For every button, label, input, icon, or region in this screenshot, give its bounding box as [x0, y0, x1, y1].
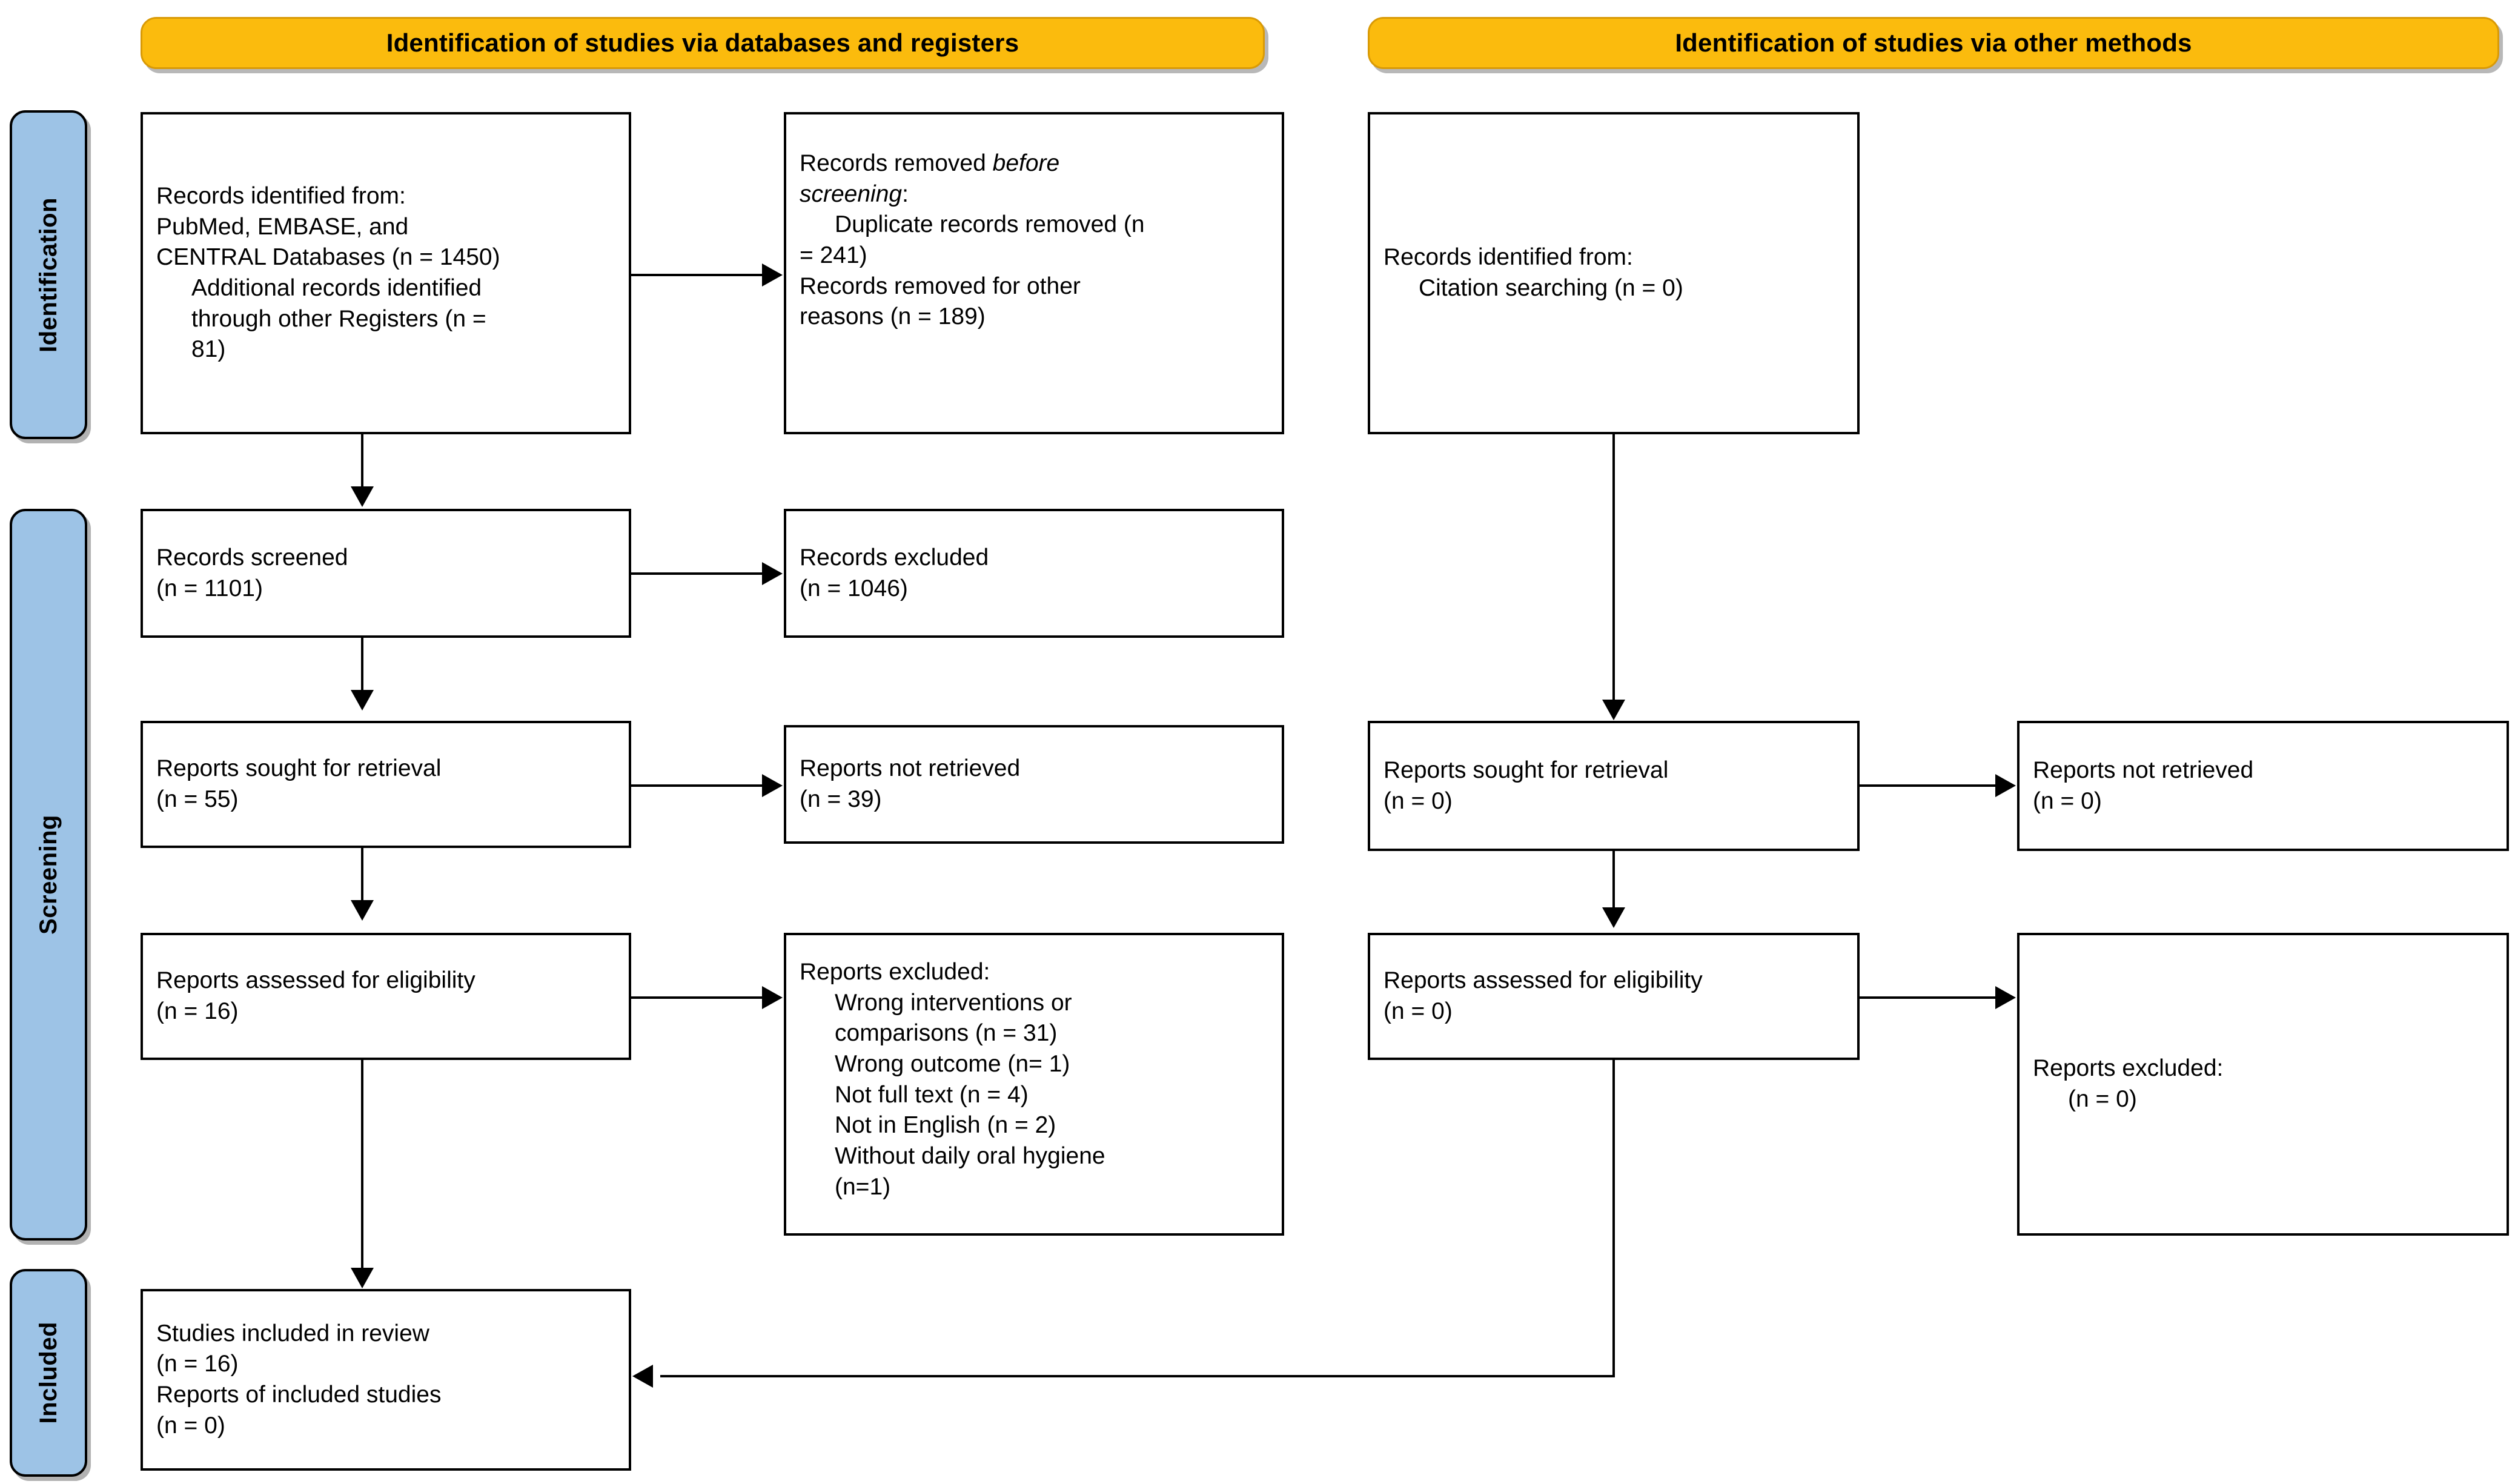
right-records-identified-line-1: Records identified from: [1383, 244, 1633, 271]
records-removed-line-2: screening: [800, 179, 1268, 210]
reports-assessed-line-2: (n = 16) [156, 998, 239, 1024]
studies-included-line-2: (n = 16) [156, 1351, 239, 1377]
records-removed-line-1b: before [992, 150, 1060, 176]
reports-not-retrieved-line-1: Reports not retrieved [800, 755, 1021, 782]
node-reports-not-retrieved: Reports not retrieved (n = 39) [784, 725, 1284, 844]
reports-excluded-line-1: Reports excluded: [800, 959, 990, 985]
reports-excluded-line-6: Not in English (n = 2) [835, 1112, 1056, 1139]
arrowhead-right-sought-to-not-retrieved [1995, 774, 2016, 797]
connector-right-identified-to-sought [1612, 434, 1615, 701]
studies-included-line-1: Studies included in review [156, 1320, 429, 1347]
records-removed-line-2b: : [902, 181, 909, 207]
arrowhead-screened-to-excluded [762, 562, 783, 585]
arrowhead-screened-to-sought [351, 690, 374, 711]
arrowhead-assessed-to-included [351, 1268, 374, 1288]
arrowhead-right-to-included [632, 1365, 653, 1388]
records-removed-line-3: Duplicate records removed (n [835, 211, 1145, 238]
right-reports-assessed-line-2: (n = 0) [1383, 998, 1453, 1024]
right-reports-assessed-line-1: Reports assessed for eligibility [1383, 967, 1703, 994]
connector-right-assessed-down [1612, 1060, 1615, 1377]
right-reports-excluded-line-1: Reports excluded: [2033, 1055, 2224, 1082]
arrowhead-identified-to-screened [351, 486, 374, 507]
connector-sought-to-assessed [361, 848, 363, 901]
stage-label-identification: Identification [10, 110, 87, 439]
studies-included-line-3: Reports of included studies [156, 1382, 442, 1408]
connector-assessed-to-included [361, 1060, 363, 1269]
node-records-removed-before-screening: Records removed before screening: Duplic… [784, 112, 1284, 434]
records-removed-line-4: = 241) [800, 242, 867, 269]
node-reports-sought-retrieval: Reports sought for retrieval (n = 55) [141, 721, 631, 848]
right-reports-not-retrieved-line-2: (n = 0) [2033, 787, 2102, 814]
node-reports-assessed-eligibility: Reports assessed for eligibility (n = 16… [141, 933, 631, 1060]
records-identified-line-3: CENTRAL Databases (n = 1450) [156, 244, 500, 271]
records-identified-line-6: 81) [191, 336, 226, 363]
stage-label-screening-text: Screening [35, 815, 62, 935]
phase-header-other-methods: Identification of studies via other meth… [1368, 17, 2499, 69]
arrowhead-right-assessed-to-excluded [1995, 986, 2016, 1009]
node-records-excluded: Records excluded (n = 1046) [784, 509, 1284, 638]
connector-identified-to-removed [631, 274, 763, 276]
node-records-identified-other-methods: Records identified from: Citation search… [1368, 112, 1860, 434]
records-identified-line-5: through other Registers (n = [191, 305, 486, 332]
reports-excluded-line-8: (n=1) [835, 1173, 891, 1200]
node-right-reports-not-retrieved: Reports not retrieved (n = 0) [2017, 721, 2509, 851]
connector-right-sought-to-assessed [1612, 851, 1615, 909]
records-excluded-line-2: (n = 1046) [800, 575, 908, 601]
stage-label-screening: Screening [10, 509, 87, 1241]
arrowhead-right-sought-to-assessed [1602, 907, 1625, 928]
records-removed-line-5: Records removed for other [800, 273, 1081, 299]
arrowhead-assessed-to-excluded [762, 986, 783, 1009]
node-records-identified-databases: Records identified from: PubMed, EMBASE,… [141, 112, 631, 434]
connector-right-sought-to-not-retrieved [1860, 784, 1996, 787]
stage-label-included-text: Included [35, 1322, 62, 1424]
node-right-reports-assessed-eligibility: Reports assessed for eligibility (n = 0) [1368, 933, 1860, 1060]
right-records-identified-line-2: Citation searching (n = 0) [1419, 275, 1683, 301]
node-reports-excluded-detail: Reports excluded: Wrong interventions or… [784, 933, 1284, 1236]
right-reports-sought-line-2: (n = 0) [1383, 787, 1453, 814]
connector-screened-to-sought [361, 638, 363, 691]
records-removed-line-6: reasons (n = 189) [800, 303, 986, 330]
connector-sought-to-not-retrieved [631, 784, 763, 787]
node-right-reports-excluded: Reports excluded: (n = 0) [2017, 933, 2509, 1236]
reports-excluded-line-7: Without daily oral hygiene [835, 1143, 1105, 1170]
records-screened-line-2: (n = 1101) [156, 575, 263, 601]
connector-screened-to-excluded [631, 572, 763, 575]
connector-right-assessed-to-excluded [1860, 996, 1996, 999]
records-removed-line-2a: screening [800, 181, 903, 207]
phase-header-databases-label: Identification of studies via databases … [386, 28, 1019, 57]
right-reports-excluded-line-2: (n = 0) [2068, 1086, 2137, 1112]
phase-header-other-methods-label: Identification of studies via other meth… [1675, 28, 2192, 57]
records-screened-line-1: Records screened [156, 544, 348, 571]
connector-right-to-included [660, 1375, 1615, 1377]
arrowhead-sought-to-assessed [351, 900, 374, 921]
arrowhead-right-identified-to-sought [1602, 700, 1625, 720]
reports-excluded-line-5: Not full text (n = 4) [835, 1081, 1029, 1108]
studies-included-line-4: (n = 0) [156, 1412, 225, 1439]
connector-assessed-to-excluded [631, 996, 763, 999]
reports-excluded-line-2: Wrong interventions or [835, 989, 1072, 1016]
arrowhead-sought-to-not-retrieved [762, 774, 783, 797]
records-excluded-line-1: Records excluded [800, 544, 989, 571]
phase-header-databases: Identification of studies via databases … [141, 17, 1265, 69]
stage-label-identification-text: Identification [35, 197, 62, 353]
connector-identified-to-screened [361, 434, 363, 488]
records-removed-line-1a: Records removed [800, 150, 993, 176]
arrowhead-identified-to-removed [762, 263, 783, 287]
reports-assessed-line-1: Reports assessed for eligibility [156, 967, 475, 994]
reports-sought-line-2: (n = 55) [156, 786, 239, 812]
records-identified-line-1: Records identified from: [156, 182, 406, 209]
right-reports-sought-line-1: Reports sought for retrieval [1383, 757, 1669, 783]
node-studies-included-in-review: Studies included in review (n = 16) Repo… [141, 1289, 631, 1471]
reports-excluded-line-4: Wrong outcome (n= 1) [835, 1051, 1070, 1078]
reports-sought-line-1: Reports sought for retrieval [156, 755, 442, 782]
records-identified-line-4: Additional records identified [191, 275, 482, 301]
node-right-reports-sought-retrieval: Reports sought for retrieval (n = 0) [1368, 721, 1860, 851]
records-identified-line-2: PubMed, EMBASE, and [156, 213, 409, 240]
reports-not-retrieved-line-2: (n = 39) [800, 786, 882, 812]
right-reports-not-retrieved-line-1: Reports not retrieved [2033, 757, 2254, 783]
reports-excluded-line-3: comparisons (n = 31) [835, 1020, 1058, 1047]
stage-label-included: Included [10, 1269, 87, 1477]
node-records-screened: Records screened (n = 1101) [141, 509, 631, 638]
records-removed-line-1: Records removed before [800, 148, 1268, 179]
